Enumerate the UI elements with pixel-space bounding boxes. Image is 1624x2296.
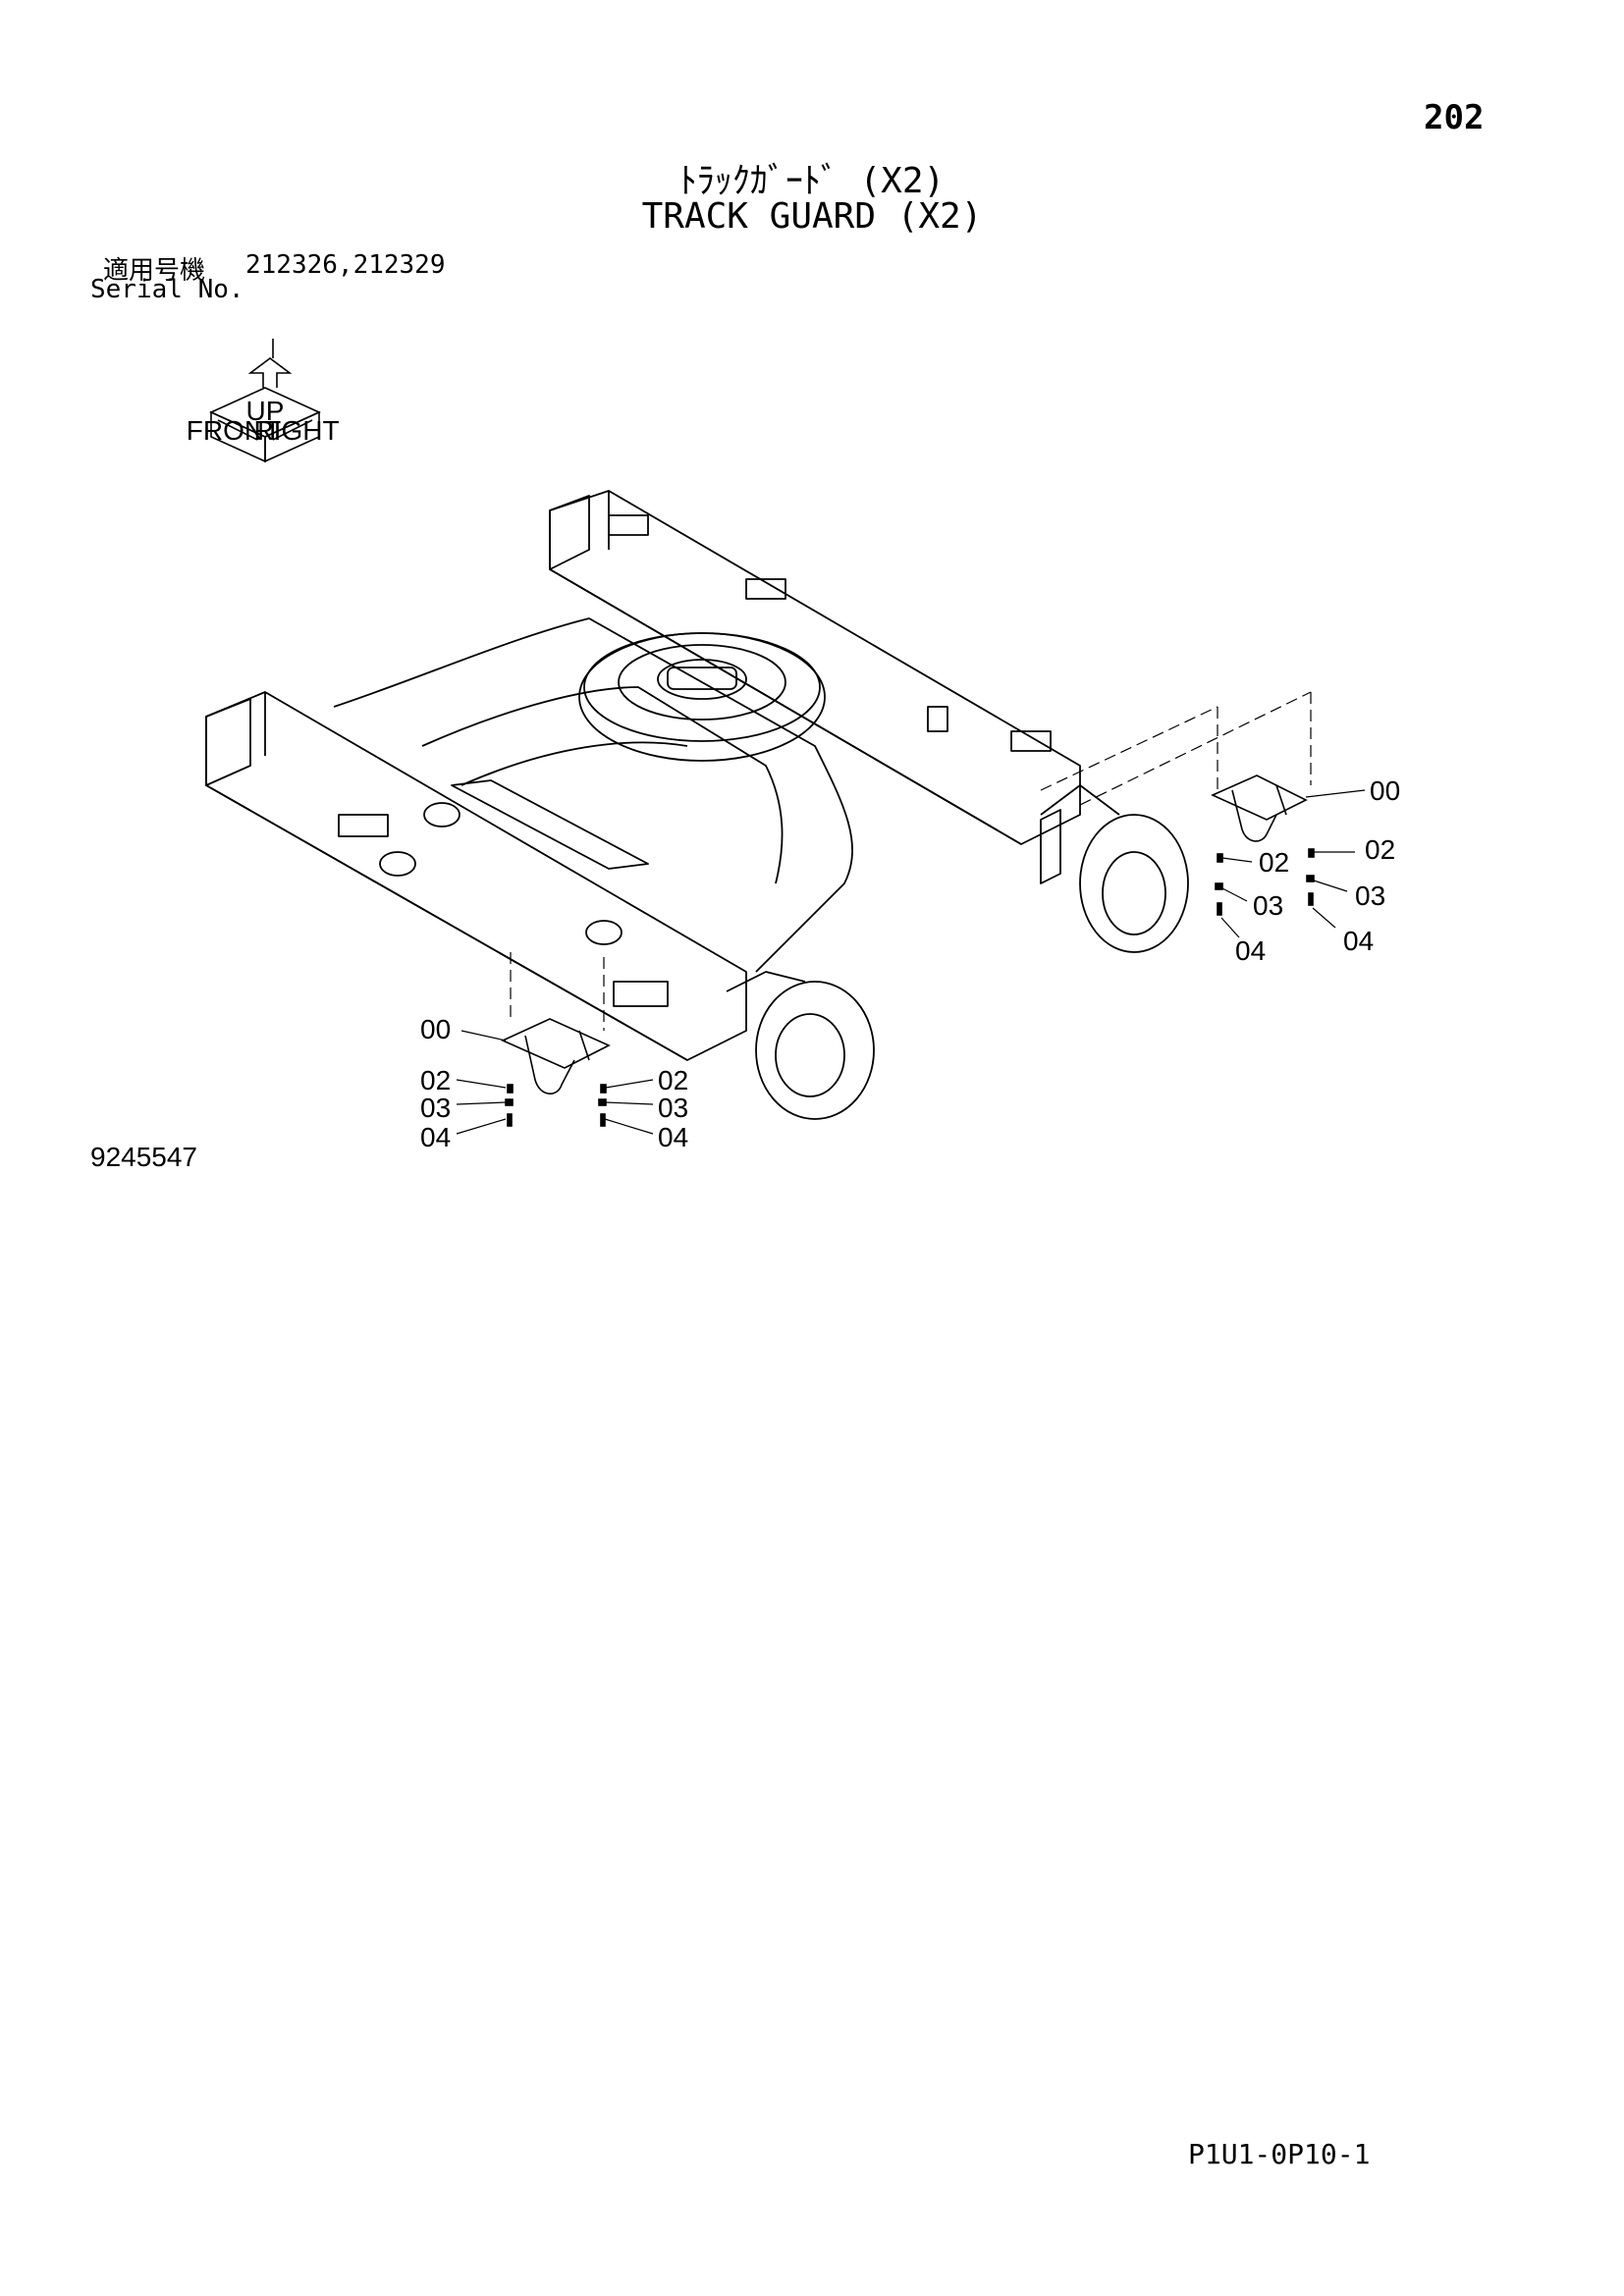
direction-right-label: RIGHT xyxy=(253,415,339,446)
direction-front-label: FRONT xyxy=(187,415,281,446)
callout-label: 03 xyxy=(420,1093,451,1123)
document-code: P1U1-0P10-1 xyxy=(1188,2138,1371,2170)
callout-label: 04 xyxy=(1235,935,1266,966)
callout-label: 04 xyxy=(1343,926,1374,956)
serial-label-english: Serial No. xyxy=(90,275,244,304)
callout-label: 02 xyxy=(420,1065,451,1095)
assembly-leader-lines xyxy=(510,691,1312,1031)
direction-indicator-icon xyxy=(209,339,321,463)
serial-numbers: 212326,212329 xyxy=(245,250,446,280)
callout-label: 02 xyxy=(1259,847,1289,878)
page-title-japanese: ﾄﾗｯｸｶﾞｰﾄﾞ (X2) xyxy=(678,161,946,201)
direction-up-label: UP xyxy=(246,396,285,426)
page-number: 202 xyxy=(1424,98,1485,137)
callout-label: 03 xyxy=(658,1093,688,1123)
callout-label: 02 xyxy=(658,1065,688,1095)
callout-label: 03 xyxy=(1253,890,1283,921)
callout-label: 00 xyxy=(1370,775,1400,806)
callout-label: 04 xyxy=(658,1122,688,1152)
right-callout-lines xyxy=(1220,789,1366,938)
page-title-english: TRACK GUARD (X2) xyxy=(641,196,983,237)
track-guard-left xyxy=(501,1018,611,1127)
callout-label: 03 xyxy=(1355,881,1385,911)
callout-label: 00 xyxy=(420,1014,451,1044)
left-callout-lines xyxy=(456,1030,654,1135)
callout-label: 02 xyxy=(1365,834,1395,865)
undercarriage-frame xyxy=(205,490,1189,1120)
serial-label-japanese: 適用号機 xyxy=(103,256,206,286)
figure-id: 9245547 xyxy=(90,1142,198,1172)
track-guard-right xyxy=(1211,774,1315,916)
callout-label: 04 xyxy=(420,1122,451,1152)
